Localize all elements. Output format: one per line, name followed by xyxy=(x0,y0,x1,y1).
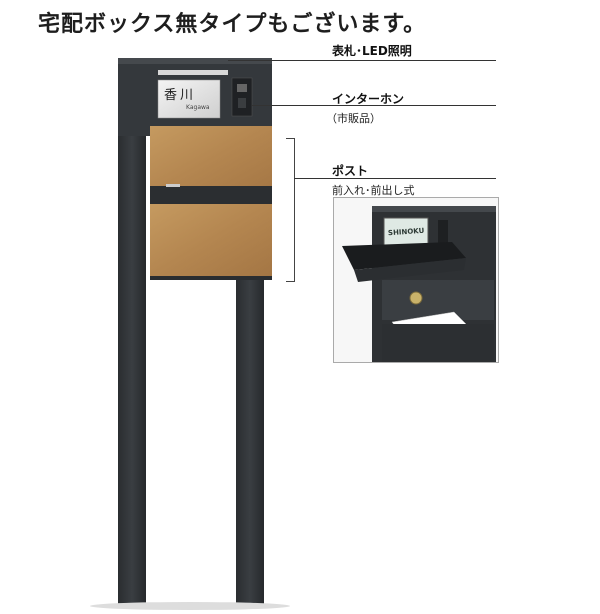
intercom xyxy=(231,77,253,117)
mailbox-upper-door xyxy=(150,126,272,194)
post-bracket xyxy=(286,138,295,282)
led-light-bar xyxy=(158,70,228,75)
open-mailbox-image xyxy=(334,198,498,362)
callout-intercom: インターホン xyxy=(332,92,405,106)
callout-line-nameplate xyxy=(228,60,496,61)
headline: 宅配ボックス無タイプもございます。 xyxy=(38,12,427,37)
callout-nameplate-led: 表札･LED照明 xyxy=(332,44,412,58)
callout-intercom-note: （市販品） xyxy=(326,112,381,125)
nameplate-kanji: 香川 xyxy=(164,88,197,103)
right-post xyxy=(236,270,264,606)
callout-line-intercom xyxy=(252,105,496,106)
mailbox-lower-door xyxy=(150,204,272,276)
callout-line-post xyxy=(294,178,496,179)
nameplate xyxy=(157,79,221,119)
left-post xyxy=(118,58,146,606)
inset-photo-open-mailbox: SHINOKU xyxy=(333,197,499,363)
callout-post: ポスト xyxy=(332,164,369,178)
callout-post-note: 前入れ･前出し式 xyxy=(332,184,415,197)
nameplate-romaji: Kagawa xyxy=(186,104,210,111)
